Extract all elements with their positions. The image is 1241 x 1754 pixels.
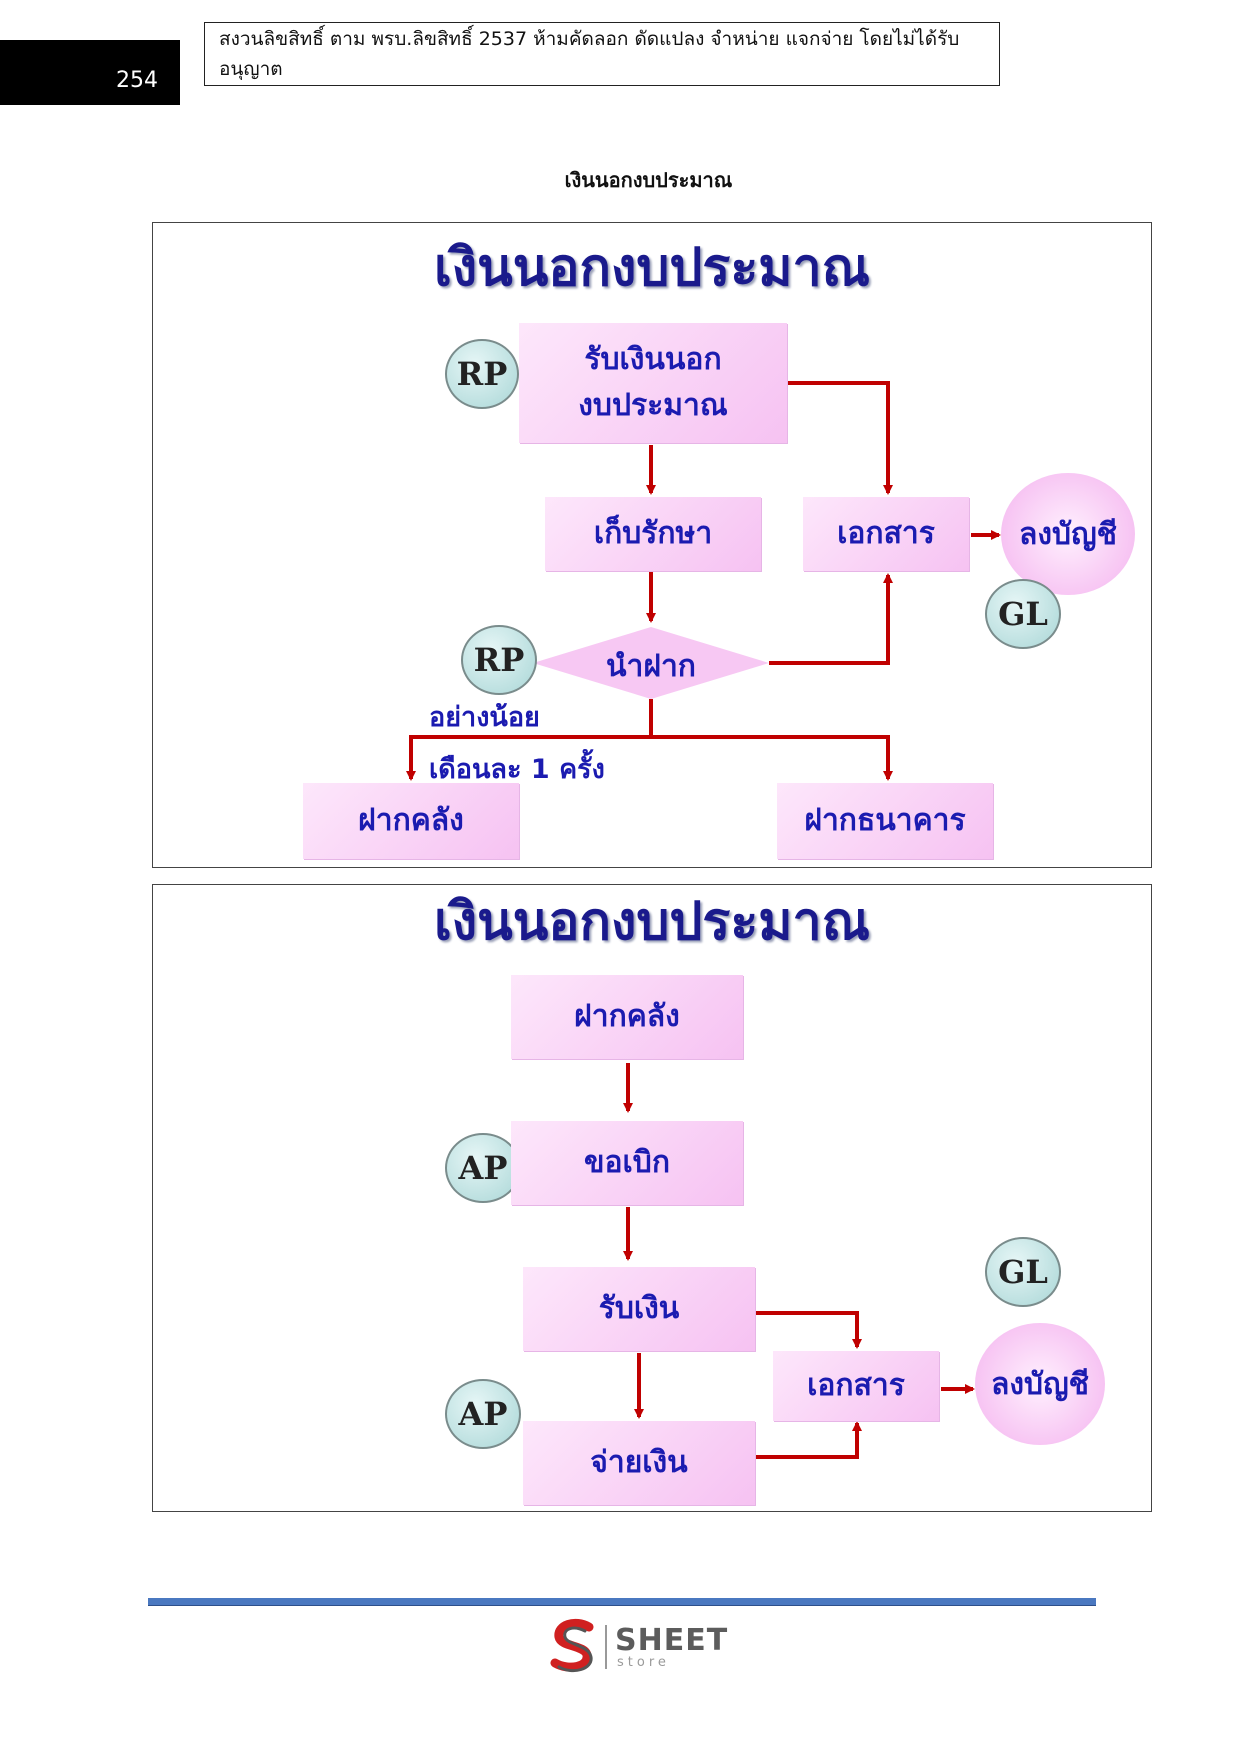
logo-subtext: store [617, 1655, 670, 1670]
gl-badge: GL [985, 1237, 1061, 1307]
post-ledger-bubble: ลงบัญชี [975, 1323, 1105, 1445]
page-number: 254 [116, 68, 158, 93]
post-ledger-bubble: ลงบัญชี [1001, 473, 1135, 595]
receive-money-box: รับเงิน [523, 1267, 755, 1351]
page-number-block: 254 [0, 40, 180, 105]
ap-badge: AP [445, 1379, 521, 1449]
frequency-note-line1: อย่างน้อย [429, 702, 540, 733]
arrow-deposit-to-treasury [406, 735, 651, 781]
receive-offbudget-line1: รับเงินนอก [584, 341, 722, 377]
frequency-note-line2: เดือนละ 1 ครั้ง [429, 754, 605, 785]
treasury-box: ฝากคลัง [511, 975, 743, 1059]
rp-badge: RP [445, 339, 519, 409]
copyright-text: สงวนลิขสิทธิ์ ตาม พรบ.ลิขสิทธิ์ 2537 ห้า… [219, 28, 960, 80]
document-box: เอกสาร [803, 497, 969, 571]
deposit-diamond [533, 627, 769, 699]
gl-badge: GL [985, 579, 1061, 649]
section-title: เงินนอกงบประมาณ [564, 168, 733, 192]
diagram-panel-receipts: เงินนอกงบประมาณ RP รับเงินนอก งบประมาณ เ… [152, 222, 1152, 868]
store-box: เก็บรักษา [545, 497, 761, 571]
deposit-label: นำฝาก [606, 649, 696, 684]
sheet-store-logo: SHEET store [545, 1617, 729, 1675]
pay-money-box: จ่ายเงิน [523, 1421, 755, 1505]
arrow-pay-to-document [755, 1421, 862, 1459]
treasury-deposit-box: ฝากคลัง [303, 783, 519, 859]
panel2-title: เงินนอกงบประมาณ [434, 892, 870, 952]
diagram-panel-disbursements: เงินนอกงบประมาณ ฝากคลัง AP ขอเบิก รับเงิ… [152, 884, 1152, 1512]
panel1-arrows [406, 381, 1001, 781]
receive-offbudget-box: รับเงินนอก งบประมาณ [519, 323, 787, 443]
panel2-arrows [623, 1063, 975, 1459]
rp-badge: RP [461, 625, 537, 695]
arrow-receive-to-document [755, 1311, 862, 1349]
receive-offbudget-line2: งบประมาณ [578, 388, 728, 423]
withdraw-request-box: ขอเบิก [511, 1121, 743, 1205]
copyright-header: สงวนลิขสิทธิ์ ตาม พรบ.ลิขสิทธิ์ 2537 ห้า… [204, 22, 1000, 86]
panel1-title: เงินนอกงบประมาณ [434, 238, 870, 298]
document-box: เอกสาร [773, 1351, 939, 1421]
logo-text: SHEET [615, 1623, 729, 1658]
footer-divider [148, 1598, 1096, 1606]
logo-separator [605, 1625, 607, 1669]
arrow-deposit-to-document [769, 573, 893, 665]
bank-deposit-box: ฝากธนาคาร [777, 783, 993, 859]
arrow-receive-to-document [788, 381, 893, 495]
arrow-deposit-to-bank [651, 735, 893, 781]
ap-badge: AP [445, 1133, 521, 1203]
logo-s-icon [550, 1618, 594, 1673]
